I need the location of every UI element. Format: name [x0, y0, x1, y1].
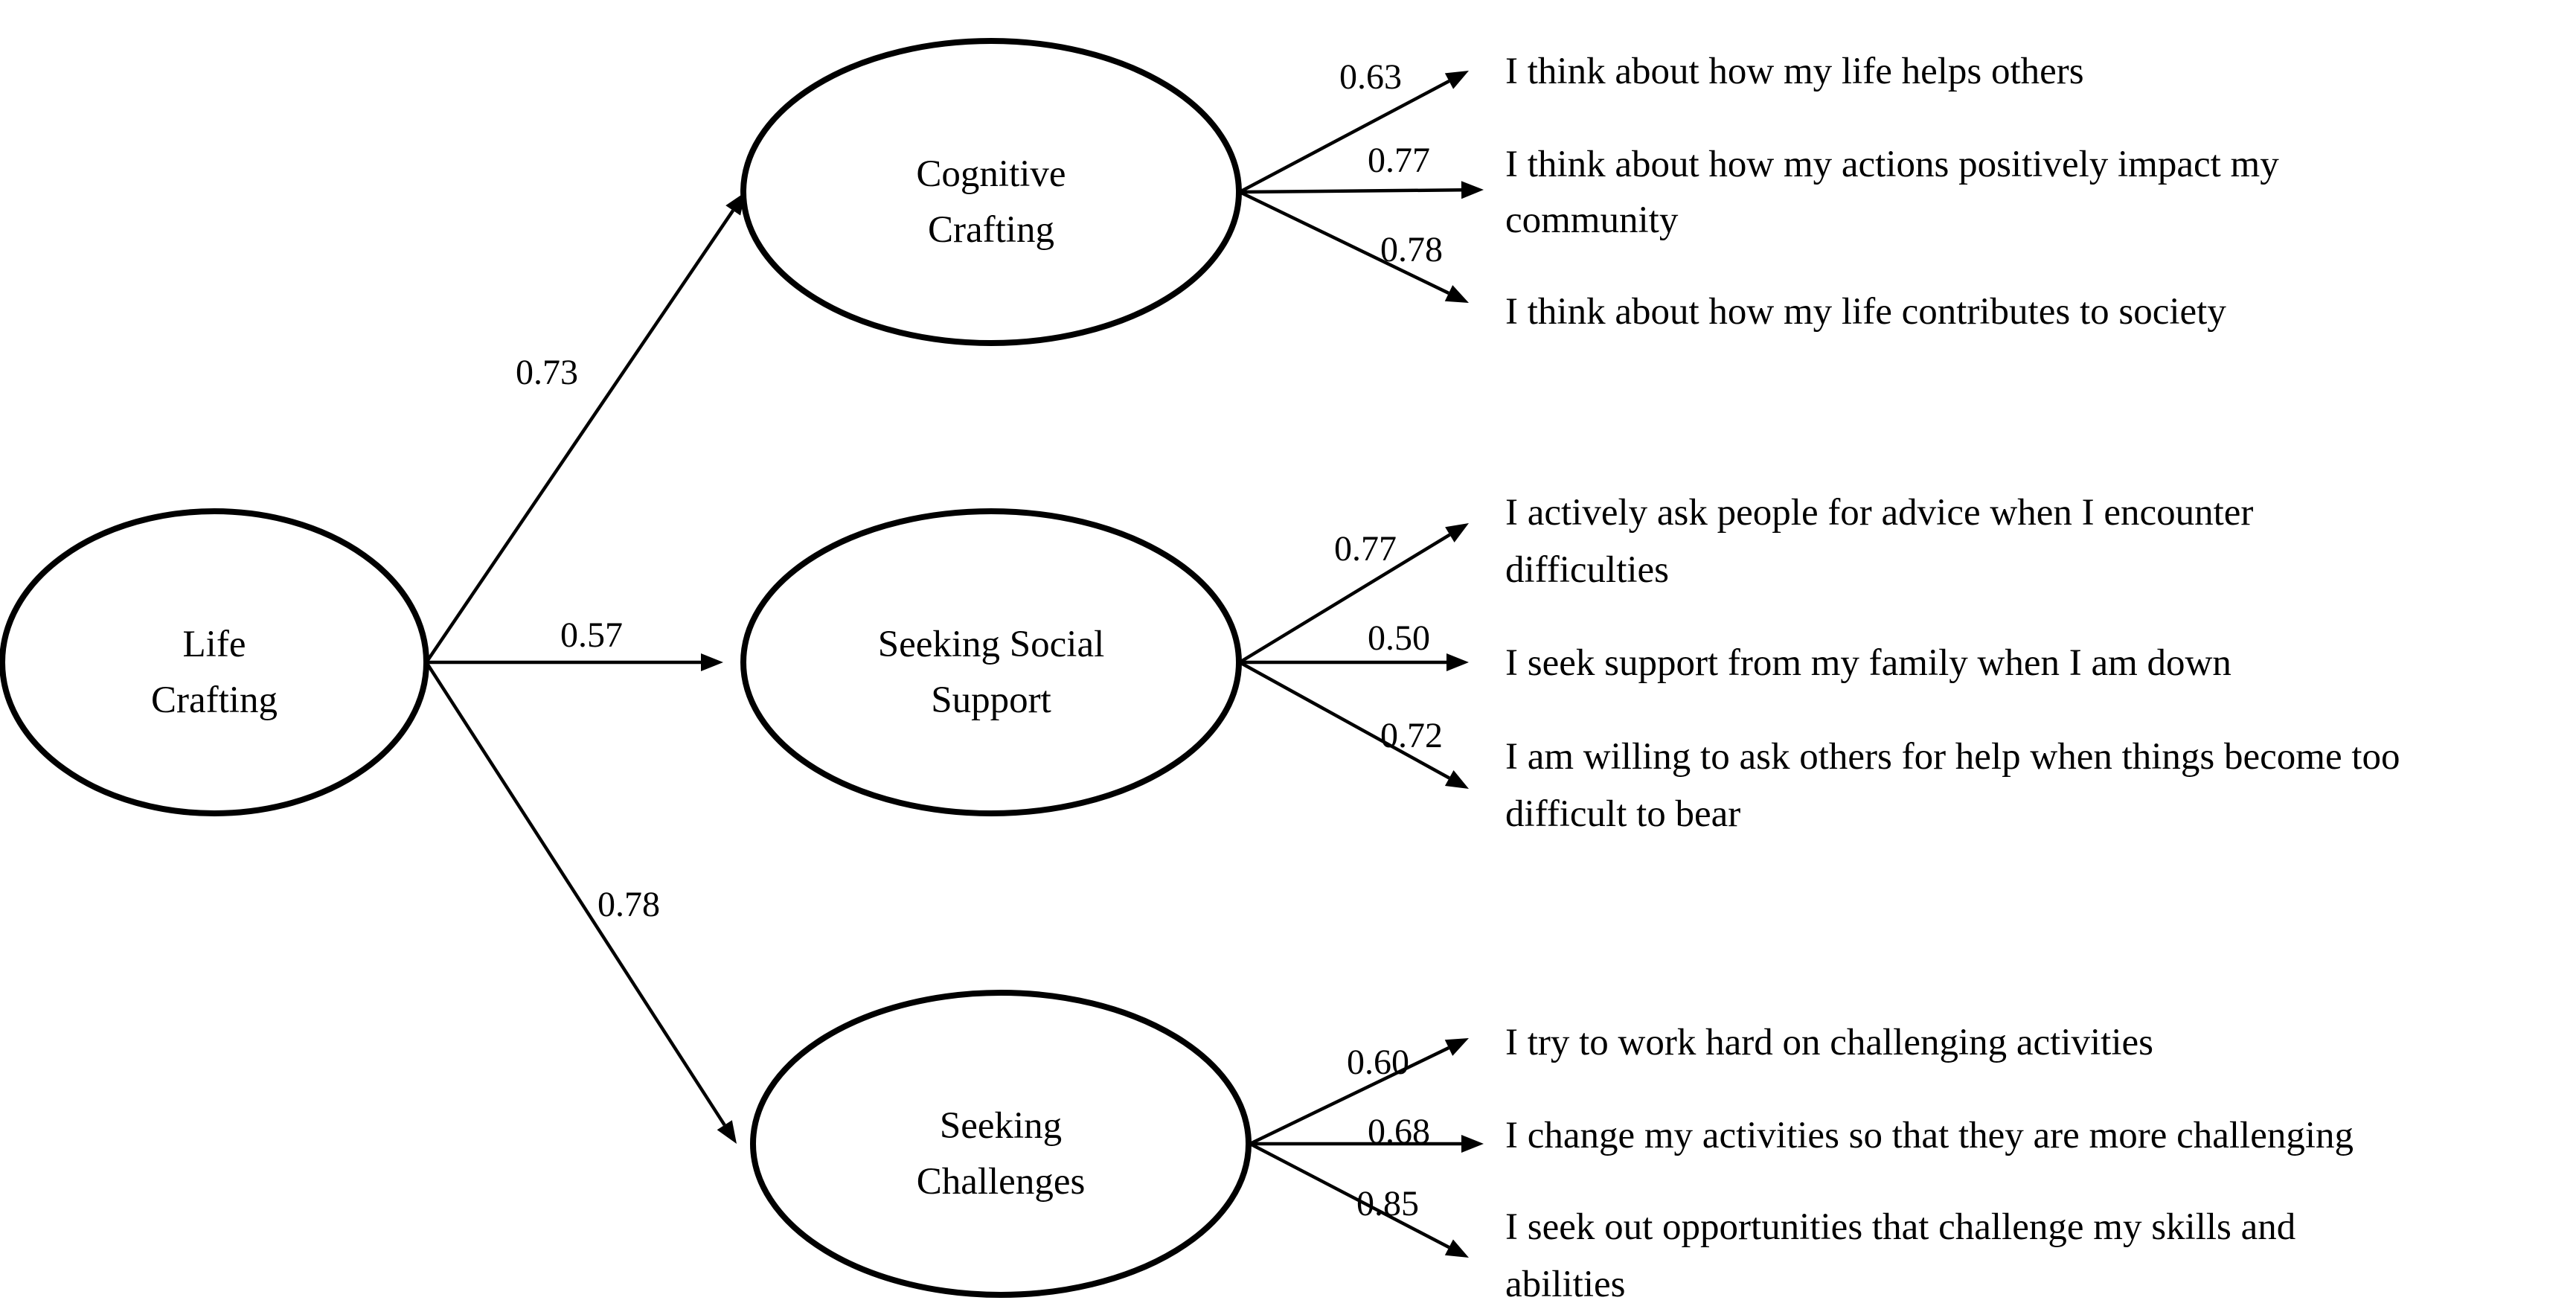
cognitive-crafting-item-1-coef: 0.63: [1339, 57, 1402, 97]
seeking-social-support-item-1-path-line: [1238, 533, 1451, 664]
seeking-challenges-ellipse: [750, 990, 1252, 1298]
seeking-challenges-item-3-path-arrowhead: [1444, 1239, 1469, 1258]
cognitive-crafting-label-line-1: Cognitive: [916, 153, 1066, 195]
seeking-social-support-item-2-path-arrowhead: [1446, 653, 1469, 671]
seeking-challenges-item-3-text-line-1: I seek out opportunities that challenge …: [1505, 1206, 2295, 1248]
seeking-challenges-item-2-coef: 0.68: [1368, 1112, 1430, 1151]
cognitive-crafting-item-3-path-arrowhead: [1444, 285, 1469, 303]
seeking-social-support-item-1-text-line-2: difficulties: [1505, 549, 1669, 591]
cognitive-crafting-item-1-path-arrowhead: [1444, 71, 1469, 89]
seeking-challenges-item-3-text-line-2: abilities: [1505, 1264, 1625, 1305]
cognitive-crafting-item-2-path-arrowhead: [1461, 181, 1484, 199]
paths-layer: [425, 71, 1484, 1258]
seeking-social-support-item-3-text-line-2: difficult to bear: [1505, 793, 1740, 835]
seeking-challenges-item-1-path-arrowhead: [1444, 1038, 1469, 1056]
cognitive-crafting-item-1-path-line: [1238, 80, 1450, 193]
seeking-challenges-item-1-text: I try to work hard on challenging activi…: [1505, 1022, 2153, 1063]
cognitive-crafting-item-1-text: I think about how my life helps others: [1505, 51, 2084, 92]
seeking-social-support-label-line-1: Seeking Social: [878, 624, 1105, 665]
seeking-social-support-item-3-path-arrowhead: [1444, 769, 1469, 789]
cognitive-crafting-item-3-text: I think about how my life contributes to…: [1505, 291, 2226, 333]
cognitive-crafting-label-line-2: Crafting: [928, 209, 1054, 251]
life-crafting-label-line-1: Life: [183, 624, 246, 665]
seeking-challenges-item-1-path-line: [1249, 1046, 1449, 1146]
cognitive-crafting-loading: 0.73: [516, 353, 578, 392]
seeking-challenges-item-3-coef: 0.85: [1356, 1184, 1419, 1223]
seeking-challenges-loading: 0.78: [597, 885, 660, 924]
seeking-social-support-loading: 0.57: [560, 615, 623, 655]
seeking-challenges-label-line-2: Challenges: [917, 1161, 1086, 1203]
cognitive-crafting-item-2-text-line-1: I think about how my actions positively …: [1505, 144, 2279, 185]
seeking-social-support-item-2-coef: 0.50: [1368, 618, 1430, 658]
seeking-challenges-path-arrowhead: [717, 1120, 737, 1144]
seeking-social-support-ellipse: [740, 508, 1242, 816]
cognitive-crafting-item-2-text-line-2: community: [1505, 199, 1679, 241]
seeking-social-support-item-1-text-line-1: I actively ask people for advice when I …: [1505, 492, 2253, 534]
seeking-social-support-item-1-coef: 0.77: [1334, 529, 1397, 569]
seeking-challenges-item-3-path-line: [1249, 1142, 1450, 1249]
cognitive-crafting-path-line: [425, 209, 735, 664]
cognitive-crafting-item-3-coef: 0.78: [1380, 230, 1443, 269]
seeking-social-support-item-3-path-line: [1238, 661, 1450, 780]
seeking-challenges-label-line-1: Seeking: [940, 1105, 1062, 1147]
seeking-challenges-item-2-text: I change my activities so that they are …: [1505, 1115, 2354, 1156]
factors-layer: [0, 38, 1252, 1298]
life-crafting-ellipse: [0, 508, 429, 816]
seeking-challenges-path-line: [425, 661, 726, 1127]
seeking-challenges-item-2-path-arrowhead: [1461, 1135, 1484, 1153]
cognitive-crafting-item-2-path-line: [1239, 188, 1462, 194]
seeking-social-support-item-2-text: I seek support from my family when I am …: [1505, 642, 2231, 684]
cognitive-crafting-item-3-path-line: [1239, 190, 1449, 295]
seeking-social-support-path-arrowhead: [701, 653, 723, 671]
seeking-social-support-item-1-path-arrowhead: [1445, 523, 1469, 543]
seeking-challenges-item-1-coef: 0.60: [1347, 1043, 1409, 1082]
life-crafting-label-line-2: Crafting: [151, 679, 278, 721]
cognitive-crafting-item-2-coef: 0.77: [1368, 141, 1430, 180]
seeking-social-support-label-line-2: Support: [931, 679, 1051, 721]
seeking-social-support-item-3-coef: 0.72: [1380, 716, 1443, 755]
seeking-social-support-item-3-text-line-1: I am willing to ask others for help when…: [1505, 736, 2400, 778]
cognitive-crafting-ellipse: [740, 38, 1242, 346]
